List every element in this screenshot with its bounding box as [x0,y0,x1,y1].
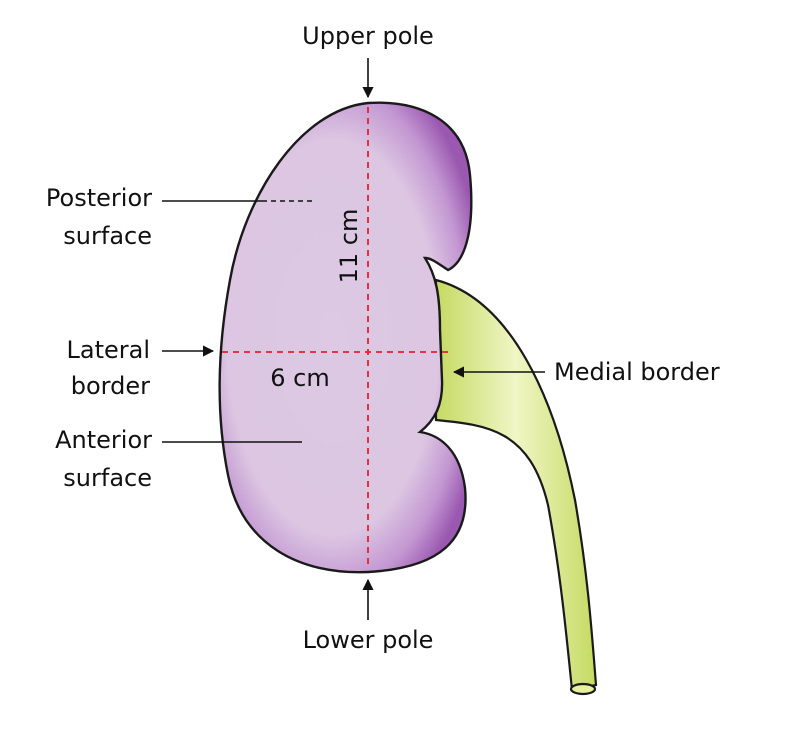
posterior-label-line2: surface [63,222,152,250]
anterior-label-line1: Anterior [55,426,152,454]
ureter-end [569,682,597,696]
ureter [434,278,598,696]
anterior-label-line2: surface [63,464,152,492]
posterior-label-line1: Posterior [46,184,152,212]
lower-pole-label: Lower pole [303,626,434,654]
lateral-label-line1: Lateral [67,336,151,364]
lateral-label-line2: border [71,372,150,400]
kidney [218,101,473,574]
length-label: 11 cm [335,209,363,284]
medial-border-label: Medial border [554,358,720,386]
upper-pole-label: Upper pole [302,22,434,50]
width-label: 6 cm [270,364,329,392]
